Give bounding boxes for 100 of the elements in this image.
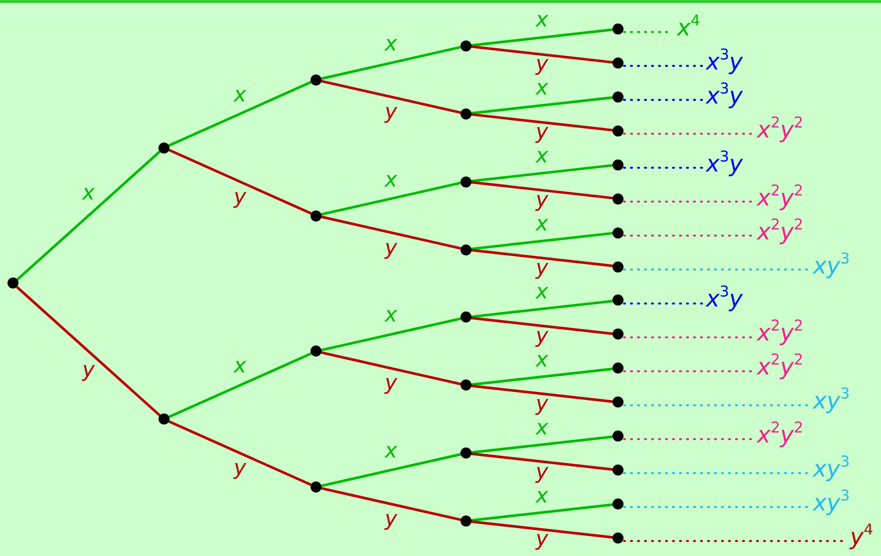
edge-label: x: [384, 170, 398, 189]
tree-branch: [470, 113, 614, 132]
tree-branch: [470, 248, 614, 268]
edge-label: x: [534, 351, 550, 369]
tree-node-dot: [612, 328, 624, 340]
tree-branch: [320, 216, 462, 250]
edge-label: x: [232, 358, 248, 376]
tree-node-dot: [158, 414, 170, 425]
tree-branch: [320, 46, 462, 80]
tree-node-dot: [460, 448, 472, 459]
tree-node-dot: [612, 430, 624, 442]
tree-node-dot: [310, 210, 322, 222]
tree-node-dot: [460, 40, 472, 52]
dotted-leader-line: [623, 234, 754, 237]
tree-branch: [470, 520, 614, 539]
tree-node-dot: [612, 159, 624, 170]
tree-branch: [470, 96, 614, 114]
tree-node-dot: [310, 346, 322, 357]
tree-node-dot: [612, 125, 624, 136]
tree-branch: [470, 28, 614, 47]
tree-node-dot: [612, 57, 624, 68]
dotted-leader-line: [623, 336, 754, 338]
tree-branch: [470, 181, 614, 200]
edge-label: x: [81, 184, 96, 202]
edge-label: y: [534, 530, 550, 549]
edge-label: y: [534, 124, 550, 142]
edge-label: x: [534, 12, 550, 30]
edge-label: y: [534, 56, 550, 74]
edge-label: x: [384, 306, 398, 324]
tree-node-dot: [310, 482, 322, 493]
tree-node-dot: [612, 261, 624, 272]
edge-label: y: [534, 259, 550, 278]
edge-label: x: [534, 283, 550, 302]
edge-label: y: [232, 459, 248, 478]
edge-label: x: [384, 35, 398, 54]
edge-label: x: [384, 442, 398, 460]
edge-label: y: [81, 362, 96, 380]
dotted-leader-line: [623, 268, 810, 270]
tree-branch: [320, 317, 462, 352]
tree-node-dot: [612, 227, 624, 238]
tree-branch: [16, 286, 161, 416]
tree-branch: [168, 148, 312, 214]
tree-branch: [320, 351, 462, 386]
dotted-leader-line: [623, 370, 754, 372]
tree-node-dot: [460, 312, 472, 323]
dotted-leader-line: [623, 166, 703, 169]
tree-branch: [470, 436, 614, 454]
tree-node-dot: [612, 464, 624, 476]
dotted-leader-line: [623, 200, 754, 203]
tree-branch: [470, 368, 614, 386]
edge-label: y: [384, 510, 398, 528]
tree-node-dot: [612, 193, 624, 204]
dotted-leader-line: [623, 64, 703, 67]
edge-label: y: [384, 238, 398, 257]
dotted-leader-line: [623, 472, 810, 474]
edge-label: y: [534, 395, 550, 413]
tree-branch: [470, 164, 614, 182]
tree-node-dot: [612, 91, 624, 102]
tree-branch: [470, 316, 614, 335]
tree-node-dot: [460, 515, 472, 526]
tree-branch: [320, 182, 462, 216]
tree-node-dot: [158, 142, 170, 154]
dotted-leader-line: [623, 98, 703, 101]
tree-branch: [470, 503, 614, 522]
tree-node-dot: [460, 380, 472, 391]
edge-label: y: [232, 188, 248, 206]
tree-branch: [470, 45, 614, 64]
edge-label: x: [534, 80, 550, 98]
tree-branch: [470, 452, 614, 471]
tree-branch: [470, 300, 614, 318]
edge-label: y: [534, 462, 550, 481]
dotted-leader-line: [623, 506, 810, 508]
tree-node-dot: [8, 278, 18, 289]
tree-node-dot: [612, 396, 624, 408]
tree-node-dot: [460, 244, 472, 256]
tree-node-dot: [612, 362, 624, 374]
edge-label: x: [232, 86, 248, 104]
edge-label: x: [534, 215, 550, 234]
tree-node-dot: [612, 294, 624, 306]
dotted-leader-line: [623, 132, 754, 135]
edge-label: y: [534, 191, 550, 210]
tree-node-dot: [460, 108, 472, 120]
edge-label: y: [534, 327, 550, 346]
edge-label: y: [384, 103, 398, 121]
edge-label: x: [534, 418, 550, 437]
edge-label: y: [384, 374, 398, 392]
tree-branch: [168, 81, 312, 147]
tree-branch: [470, 232, 614, 250]
dotted-leader-line: [623, 404, 810, 406]
tree-node-dot: [612, 532, 624, 544]
tree-branch: [320, 453, 462, 488]
tree-branch: [320, 487, 462, 521]
dotted-leader-line: [623, 438, 754, 440]
dotted-leader-line: [623, 302, 703, 304]
tree-branch: [320, 80, 462, 114]
tree-node-dot: [460, 176, 472, 188]
tree-branch: [16, 150, 161, 281]
edge-label: x: [534, 147, 550, 166]
tree-node-dot: [612, 498, 624, 510]
tree-branch: [168, 352, 312, 418]
